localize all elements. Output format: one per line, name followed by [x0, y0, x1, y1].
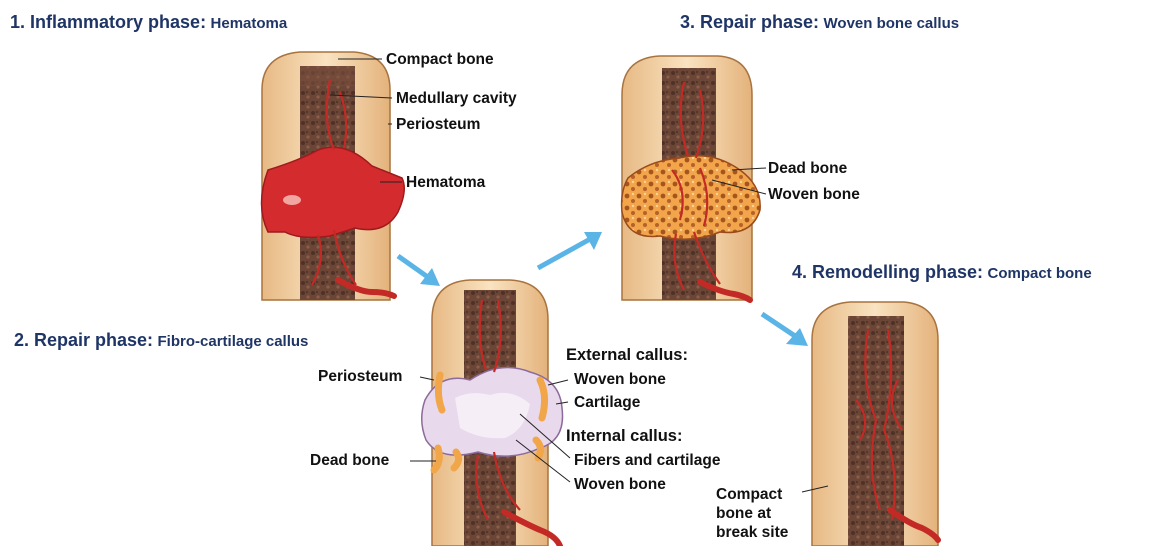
- arrow-right-up-icon: [538, 232, 602, 268]
- bone-woven-callus: [622, 56, 766, 300]
- phase2-sub: Fibro-cartilage callus: [158, 333, 309, 350]
- label-internal-callus: Internal callus:: [566, 427, 682, 445]
- label-fibers-cartilage: Fibers and cartilage: [574, 452, 720, 470]
- arrow-right-down-icon: [762, 314, 808, 346]
- label-dead-bone-2: Dead bone: [310, 452, 389, 470]
- label-external-callus: External callus:: [566, 346, 688, 364]
- phase3-label: 3. Repair phase:: [680, 12, 819, 32]
- phase4-title: 4. Remodelling phase: Compact bone: [792, 262, 1092, 283]
- label-woven-bone-ext: Woven bone: [574, 371, 666, 389]
- label-compact-bone: Compact bone: [386, 51, 494, 69]
- phase4-sub: Compact bone: [988, 265, 1092, 282]
- phase1-sub: Hematoma: [211, 15, 288, 32]
- label-cartilage: Cartilage: [574, 394, 640, 412]
- label-dead-bone-3: Dead bone: [768, 160, 847, 178]
- phase1-label: 1. Inflammatory phase:: [10, 12, 206, 32]
- label-compact-line3: break site: [716, 524, 788, 542]
- phase2-title: 2. Repair phase: Fibro-cartilage callus: [14, 330, 308, 351]
- bone-remodelled: [802, 302, 938, 546]
- label-periosteum: Periosteum: [396, 116, 480, 134]
- label-hematoma: Hematoma: [406, 174, 485, 192]
- label-medullary-cavity: Medullary cavity: [396, 90, 517, 108]
- bone-fibrocartilage: [410, 280, 570, 546]
- label-compact-line1: Compact: [716, 486, 782, 504]
- label-periosteum-2: Periosteum: [318, 368, 402, 386]
- phase3-title: 3. Repair phase: Woven bone callus: [680, 12, 959, 33]
- phase3-sub: Woven bone callus: [824, 15, 960, 32]
- label-compact-line2: bone at: [716, 505, 771, 523]
- arrow-right-down-icon: [398, 256, 440, 286]
- phase1-title: 1. Inflammatory phase: Hematoma: [10, 12, 287, 33]
- phase2-label: 2. Repair phase:: [14, 330, 153, 350]
- phase4-label: 4. Remodelling phase:: [792, 262, 983, 282]
- label-woven-bone-3: Woven bone: [768, 186, 860, 204]
- bone-hematoma: [262, 52, 405, 300]
- label-woven-bone-int: Woven bone: [574, 476, 666, 494]
